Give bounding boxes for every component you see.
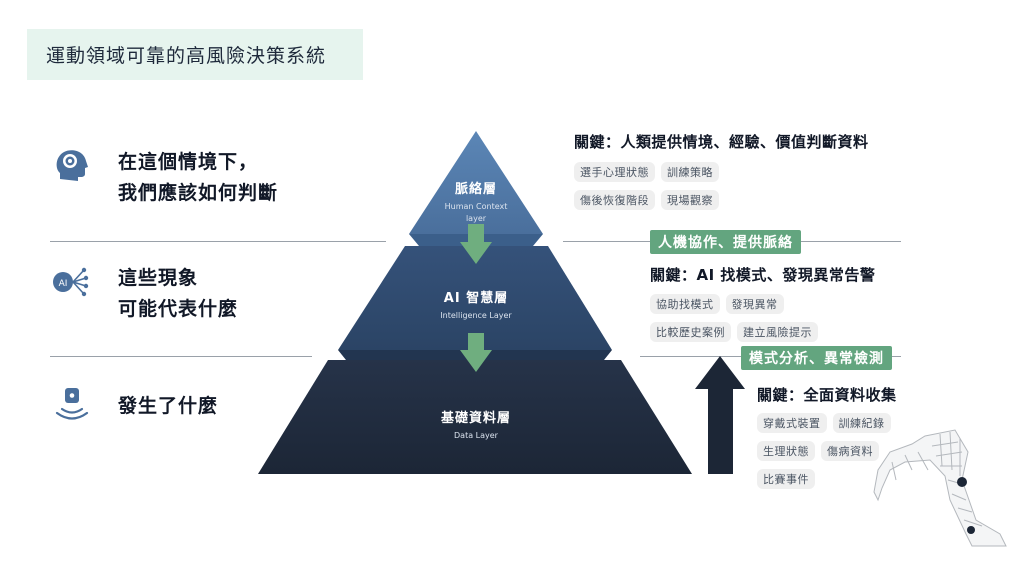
- tag: 協助找模式: [650, 294, 720, 314]
- layer-bottom-en-line-1: Data Layer: [454, 431, 498, 440]
- layer-top-en-line-1: Human Context: [444, 202, 508, 211]
- layer-bottom-label: 基礎資料層 Data Layer: [411, 407, 541, 442]
- divider-bottom-left: [50, 356, 312, 357]
- middle-tag-row-2: 比較歷史案例 建立風險提示: [650, 322, 818, 342]
- layer-middle-label: AI 智慧層 Intelligence Layer: [411, 287, 541, 322]
- middle-key-text: 關鍵：AI 找模式、發現異常告警: [650, 266, 876, 284]
- tag: 比較歷史案例: [650, 322, 731, 342]
- question-1-line-2: 我們應該如何判斷: [118, 182, 279, 204]
- bottom-tag-list: 穿戴式裝置 訓練紀錄 生理狀態 傷病資料 比賽事件: [757, 413, 891, 489]
- layer-top-label: 脈絡層 Human Context layer: [426, 178, 526, 225]
- wearable-sensor-icon: [52, 385, 92, 425]
- layer-bottom-name: 基礎資料層: [440, 411, 511, 426]
- layer-top-name: 脈絡層: [454, 182, 497, 197]
- bottom-tag-row-3: 比賽事件: [757, 469, 891, 489]
- top-tag-row-1: 選手心理狀態 訓練策略: [574, 162, 719, 182]
- question-3-text: 發生了什麼: [118, 391, 218, 422]
- pyramid-layer-top: [409, 131, 543, 234]
- tag: 訓練紀錄: [832, 413, 891, 433]
- layer-top-en-line-2: layer: [465, 214, 487, 223]
- tag: 選手心理狀態: [574, 162, 655, 182]
- ai-network-icon: AI: [50, 262, 90, 302]
- runner-illustration: [873, 429, 1007, 547]
- middle-tag-row-1: 協助找模式 發現異常: [650, 294, 818, 314]
- tag: 發現異常: [725, 294, 784, 314]
- tag: 傷後恢復階段: [574, 190, 655, 210]
- bottom-tag-row-2: 生理狀態 傷病資料: [757, 441, 891, 461]
- question-2-text: 這些現象 可能代表什麼: [118, 263, 238, 325]
- bottom-tag-row-1: 穿戴式裝置 訓練紀錄: [757, 413, 891, 433]
- tag: 訓練策略: [661, 162, 719, 182]
- question-1-line-1: 在這個情境下，: [118, 151, 259, 173]
- top-tag-row-2: 傷後恢復階段 現場觀察: [574, 190, 719, 210]
- runner-ankle-sensor: [967, 526, 975, 534]
- tag: 現場觀察: [661, 190, 719, 210]
- layer-middle-name: AI 智慧層: [443, 291, 509, 306]
- tag: 穿戴式裝置: [757, 413, 827, 433]
- down-arrow-top: [460, 224, 492, 264]
- bottom-badge: 模式分析、異常檢測: [741, 346, 892, 370]
- tag: 傷病資料: [821, 441, 879, 461]
- question-2-line-1: 這些現象: [118, 267, 199, 289]
- runner-knee-sensor: [957, 477, 967, 487]
- tag: 生理狀態: [757, 441, 815, 461]
- question-1-text: 在這個情境下， 我們應該如何判斷: [118, 147, 278, 209]
- middle-badge: 人機協作、提供脈絡: [650, 230, 801, 254]
- top-tag-list: 選手心理狀態 訓練策略 傷後恢復階段 現場觀察: [574, 162, 719, 210]
- layer-middle-en-line-1: Intelligence Layer: [440, 311, 512, 320]
- bottom-key-text: 關鍵：全面資料收集: [757, 386, 897, 404]
- page-title: 運動領域可靠的高風險決策系統: [27, 29, 363, 80]
- question-3-line-1: 發生了什麼: [118, 395, 219, 417]
- question-2-line-2: 可能代表什麼: [118, 298, 239, 320]
- top-key-text: 關鍵：人類提供情境、經驗、價值判斷資料: [574, 133, 869, 151]
- up-arrow: [695, 356, 745, 474]
- brain-head-icon: [52, 145, 92, 185]
- middle-tag-list: 協助找模式 發現異常 比較歷史案例 建立風險提示: [650, 294, 818, 342]
- down-arrow-middle: [460, 333, 492, 372]
- pyramid-layer-bottom: [258, 360, 692, 474]
- pyramid-layer-middle: [338, 246, 612, 350]
- tag: 建立風險提示: [737, 322, 818, 342]
- tag: 比賽事件: [757, 469, 815, 489]
- ai-icon-text: AI: [59, 279, 68, 289]
- divider-top-left: [50, 241, 386, 242]
